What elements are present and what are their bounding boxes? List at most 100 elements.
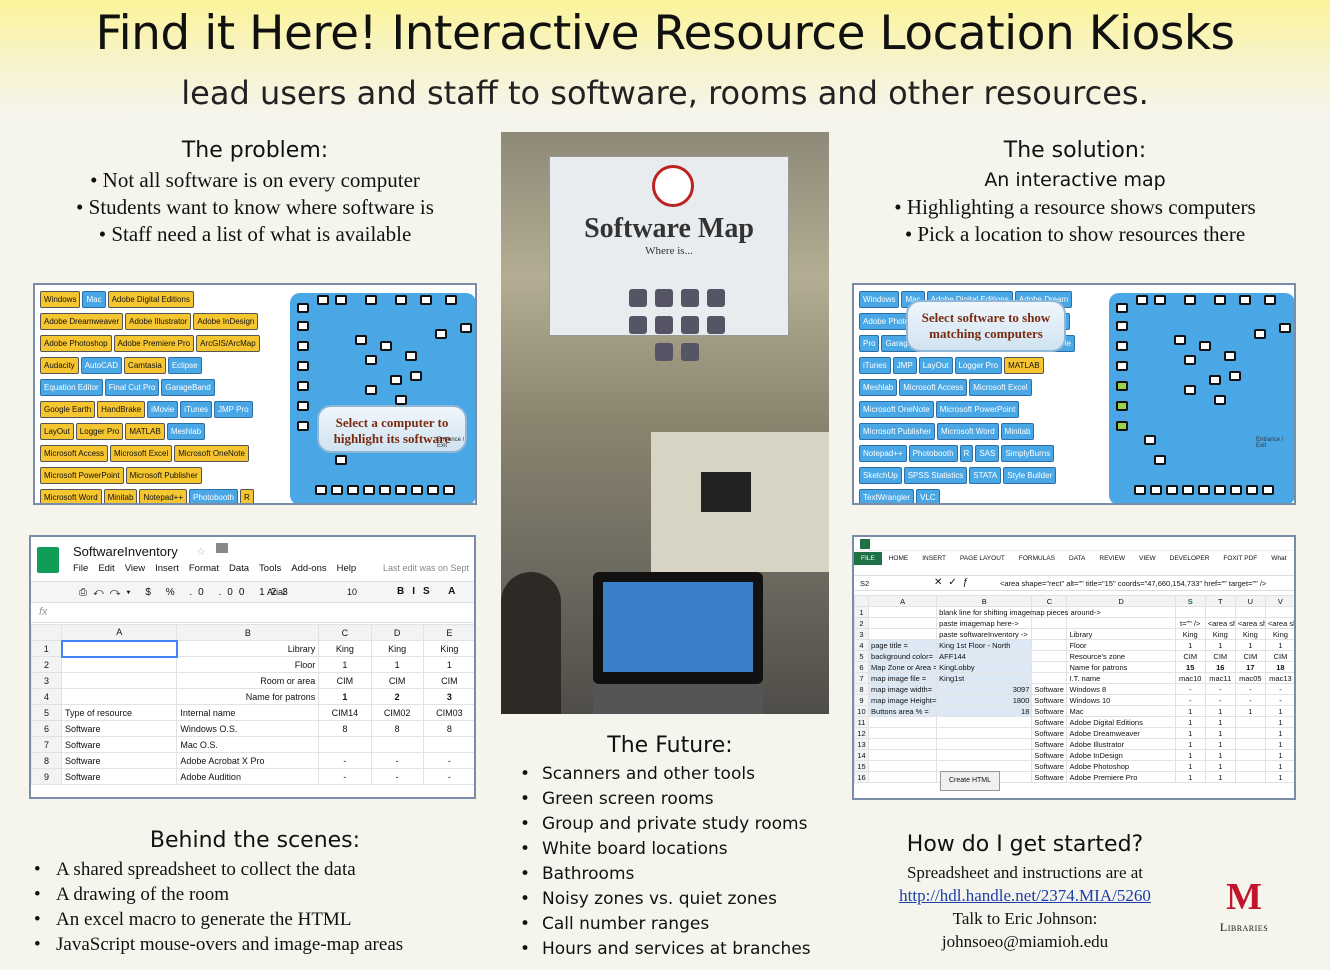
software-tag[interactable]: Style Builder bbox=[1003, 467, 1057, 484]
computer-icon[interactable] bbox=[1199, 341, 1211, 351]
software-tag[interactable]: Adobe Photoshop bbox=[40, 335, 112, 352]
row-header[interactable]: 12 bbox=[854, 727, 870, 739]
software-tag[interactable]: Audacity bbox=[40, 357, 79, 374]
column-header[interactable]: T bbox=[1204, 595, 1236, 607]
computer-icon[interactable] bbox=[297, 421, 309, 431]
computer-icon[interactable] bbox=[1198, 485, 1210, 495]
format-buttons[interactable]: BIS A bbox=[397, 586, 464, 597]
cell[interactable] bbox=[868, 760, 938, 772]
ribbon-tab[interactable]: FOXIT PDF bbox=[1223, 555, 1258, 562]
cell[interactable]: map image Height= bbox=[868, 694, 938, 706]
cell[interactable]: - bbox=[1234, 683, 1266, 695]
cell[interactable]: - bbox=[422, 768, 474, 785]
software-tag[interactable]: Microsoft Excel bbox=[110, 445, 173, 462]
star-icon[interactable]: ☆ bbox=[196, 546, 206, 558]
row-header[interactable]: 5 bbox=[854, 650, 870, 662]
ribbon-tab[interactable]: What bbox=[1271, 555, 1287, 562]
cell[interactable] bbox=[60, 639, 178, 658]
cell[interactable]: CIM bbox=[318, 672, 372, 689]
cell[interactable]: CIM bbox=[370, 672, 424, 689]
cell[interactable] bbox=[60, 656, 178, 673]
row-header[interactable]: 7 bbox=[854, 672, 870, 684]
cell[interactable]: Map Zone or Area = bbox=[868, 661, 938, 673]
column-header[interactable]: A bbox=[868, 595, 938, 607]
software-tag[interactable]: R bbox=[959, 445, 974, 462]
ribbon-tab[interactable]: PAGE LAYOUT bbox=[959, 555, 1005, 562]
computer-icon[interactable] bbox=[365, 385, 377, 395]
ribbon-tab[interactable]: FILE bbox=[854, 552, 882, 565]
cell[interactable]: Name for patrons bbox=[1066, 661, 1176, 673]
cell[interactable] bbox=[1031, 639, 1068, 651]
cell[interactable] bbox=[1031, 672, 1068, 684]
computer-icon[interactable] bbox=[335, 295, 347, 305]
column-header[interactable] bbox=[31, 624, 62, 641]
software-tag[interactable]: Final Cut Pro bbox=[104, 379, 160, 396]
cell[interactable]: Software bbox=[1031, 760, 1068, 772]
computer-icon[interactable] bbox=[297, 401, 309, 411]
cell[interactable] bbox=[1234, 760, 1266, 772]
cell[interactable]: 1 bbox=[1204, 727, 1236, 739]
software-tag[interactable]: Mac bbox=[82, 291, 106, 308]
software-tag[interactable]: Equation Editor bbox=[40, 379, 103, 396]
menu-item[interactable]: Data bbox=[228, 563, 250, 574]
software-tag[interactable]: LayOut bbox=[918, 357, 953, 374]
cell[interactable]: 1 bbox=[370, 656, 424, 673]
menu-item[interactable]: Add-ons bbox=[291, 563, 327, 574]
cell[interactable]: King bbox=[318, 640, 372, 657]
computer-icon[interactable] bbox=[411, 485, 423, 495]
formula-icons[interactable]: ✕✓ƒ bbox=[934, 577, 975, 588]
software-tag[interactable]: Microsoft OneNote bbox=[174, 445, 249, 462]
cell[interactable]: paste imagemap here-> bbox=[936, 617, 1033, 629]
menu-item[interactable]: Edit bbox=[98, 563, 115, 574]
cell[interactable]: Name for patrons bbox=[176, 688, 320, 705]
cell[interactable]: mac13 bbox=[1264, 672, 1294, 684]
computer-icon[interactable] bbox=[1150, 485, 1162, 495]
computer-icon[interactable] bbox=[365, 355, 377, 365]
row-header[interactable]: 1 bbox=[854, 606, 870, 618]
row-header[interactable]: 8 bbox=[31, 752, 62, 769]
software-tag[interactable]: Microsoft Publisher bbox=[859, 423, 936, 440]
menu-item[interactable]: Tools bbox=[259, 563, 282, 574]
cell[interactable]: 1 bbox=[1204, 705, 1236, 717]
cell[interactable]: <area sh bbox=[1264, 617, 1294, 629]
cell[interactable]: Software bbox=[60, 720, 178, 737]
row-header[interactable]: 10 bbox=[854, 705, 870, 717]
cell[interactable]: 3 bbox=[422, 688, 474, 705]
software-tag[interactable]: STATA bbox=[969, 467, 1002, 484]
cell[interactable] bbox=[60, 672, 178, 689]
computer-icon[interactable] bbox=[1214, 295, 1226, 305]
software-tag[interactable]: GarageBand bbox=[161, 379, 215, 396]
computer-icon[interactable] bbox=[1262, 485, 1274, 495]
software-tag[interactable]: Eclipse bbox=[167, 357, 202, 374]
row-header[interactable]: 5 bbox=[31, 704, 62, 721]
computer-icon[interactable] bbox=[1116, 303, 1128, 313]
menu-item[interactable]: File bbox=[73, 563, 89, 574]
software-tag[interactable]: Logger Pro bbox=[954, 357, 1003, 374]
cell[interactable]: 1 bbox=[1174, 727, 1206, 739]
computer-icon[interactable] bbox=[1224, 351, 1236, 361]
software-tag[interactable]: Microsoft PowerPoint bbox=[40, 467, 124, 484]
column-header[interactable]: A bbox=[60, 624, 178, 641]
cell[interactable]: mac11 bbox=[1204, 672, 1236, 684]
computer-icon[interactable] bbox=[315, 485, 327, 495]
cell[interactable] bbox=[936, 749, 1033, 761]
row-header[interactable]: 11 bbox=[854, 716, 870, 728]
font-size-select[interactable]: 10 bbox=[347, 587, 358, 597]
cell[interactable]: AFF144 bbox=[936, 650, 1033, 662]
software-tag[interactable]: Adobe Dreamweaver bbox=[40, 313, 124, 330]
cell[interactable] bbox=[936, 716, 1033, 728]
cell[interactable] bbox=[1031, 650, 1068, 662]
cell[interactable]: Software bbox=[1031, 716, 1068, 728]
cell[interactable]: CIM02 bbox=[370, 704, 424, 721]
computer-icon[interactable] bbox=[445, 295, 457, 305]
cell[interactable]: map image width= bbox=[868, 683, 938, 695]
computer-icon[interactable] bbox=[331, 485, 343, 495]
software-tag[interactable]: iMovie bbox=[147, 401, 179, 418]
cell[interactable] bbox=[868, 606, 938, 618]
cell[interactable]: t="" /> bbox=[1174, 617, 1206, 629]
cell[interactable] bbox=[936, 738, 1033, 750]
computer-icon[interactable] bbox=[1184, 355, 1196, 365]
cell[interactable]: 1 bbox=[1264, 716, 1294, 728]
software-tag[interactable]: iTunes bbox=[180, 401, 213, 418]
cell[interactable]: 1 bbox=[1204, 771, 1236, 783]
